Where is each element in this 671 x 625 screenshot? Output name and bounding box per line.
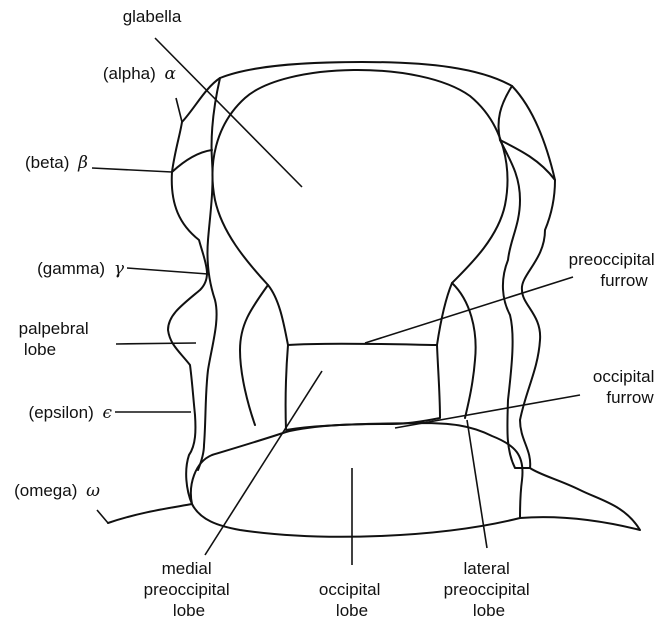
alpha-symbol: α: [165, 64, 177, 84]
omega-label: (omega) ω: [14, 481, 100, 501]
lateral-line2: preoccipital: [444, 580, 530, 599]
alpha-label: (alpha) α: [103, 64, 177, 84]
occipital-furrow-leader: [395, 395, 580, 428]
glabella-outline: [213, 70, 508, 345]
lateral-line1: lateral: [463, 559, 509, 578]
beta-name: (beta): [25, 153, 69, 172]
lateral-preoccipital-label: lateral preoccipital lobe: [444, 559, 535, 620]
beta-symbol: β: [77, 153, 88, 173]
omega-leader: [97, 510, 108, 523]
epsilon-symbol: ϵ: [102, 403, 112, 423]
gamma-leader: [127, 268, 208, 274]
palpebral-label: palpebral lobe: [19, 319, 94, 359]
alpha-leader: [176, 98, 182, 122]
epsilon-label: (epsilon) ϵ: [29, 403, 113, 423]
palpebral-line2: lobe: [24, 340, 56, 359]
occipital-lobe-line2: lobe: [336, 601, 368, 620]
preoccipital-furrow-line2: furrow: [600, 271, 648, 290]
cranidium-outline: [108, 62, 640, 530]
gamma-label: (gamma) γ: [37, 259, 125, 279]
occipital-furrow-line1: occipital: [593, 367, 654, 386]
beta-leader: [92, 168, 172, 172]
palpebral-leader: [116, 343, 196, 344]
preoccipital-furrow-leader: [365, 277, 573, 343]
epsilon-name: (epsilon): [29, 403, 94, 422]
right-lateral-lobe-edge: [452, 283, 476, 418]
omega-symbol: ω: [86, 481, 100, 501]
lateral-line3: lobe: [473, 601, 505, 620]
preoccipital-furrow-line1: preoccipital: [569, 250, 655, 269]
beta-label: (beta) β: [25, 153, 88, 173]
gamma-name: (gamma): [37, 259, 105, 278]
medial-preoccipital-leader: [205, 371, 322, 555]
occipital-furrow-label: occipital furrow: [593, 367, 659, 407]
medial-line1: medial: [162, 559, 212, 578]
occipital-lobe-line1: occipital: [319, 580, 380, 599]
alpha-name: (alpha): [103, 64, 156, 83]
left-fixigena-line: [172, 150, 212, 172]
glabella-label: glabella: [123, 7, 182, 26]
glabella-leader: [155, 38, 302, 187]
preoccipital-furrow-label: preoccipital furrow: [569, 250, 660, 290]
gamma-symbol: γ: [114, 259, 125, 279]
occipital-lobe-label: occipital lobe: [319, 580, 385, 620]
medial-line3: lobe: [173, 601, 205, 620]
medial-preoccipital-label: medial preoccipital lobe: [144, 559, 235, 620]
medial-preoccipital-lobe: [286, 345, 440, 430]
medial-line2: preoccipital: [144, 580, 230, 599]
omega-name: (omega): [14, 481, 77, 500]
left-lateral-lobe-edge: [240, 285, 268, 425]
occipital-lobe: [191, 423, 523, 537]
occipital-furrow-line2: furrow: [606, 388, 654, 407]
palpebral-line1: palpebral: [19, 319, 89, 338]
